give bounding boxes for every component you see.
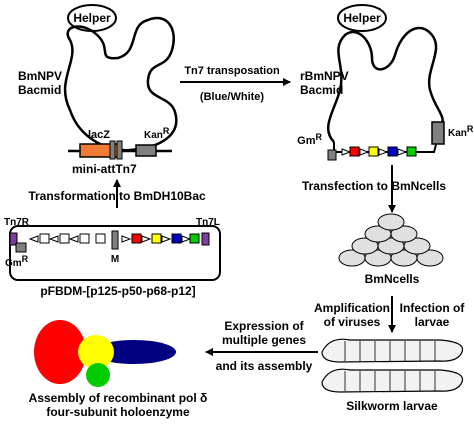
promoter-arrow [121, 235, 132, 243]
promoter-arrow [48, 235, 59, 243]
helper-plasmid-right [337, 4, 387, 32]
subunit-green [86, 363, 110, 387]
cell [403, 237, 431, 255]
expression-line2: multiple genes [222, 333, 306, 347]
promoter-arrow [359, 148, 370, 156]
rbmnpv-bacmid-loop [327, 26, 444, 143]
cell [416, 249, 444, 267]
silkworm-label: Silkworm larvae [346, 399, 438, 413]
promoter-arrow [341, 148, 352, 156]
amplification-line1: Amplification [314, 301, 390, 315]
kan-box-left [135, 144, 157, 157]
transfection-label: Transfection to BmNcells [302, 179, 446, 193]
subunit-yellow [78, 335, 114, 369]
gene-red-box [131, 233, 142, 244]
tn7r-label: Tn7R [4, 217, 30, 228]
infection-line1: Infection of [400, 301, 466, 315]
rbmnpv-label-line1: rBmNPV [300, 69, 349, 83]
tn7-transposition-label: Tn7 transposation [184, 65, 280, 77]
promoter-arrow [161, 235, 172, 243]
gene-blue-box [171, 233, 182, 244]
tn7l-label: Tn7L [196, 217, 220, 228]
gm-box-plasmid [15, 242, 27, 253]
m-label: M [111, 254, 119, 265]
gene-blue-box [387, 146, 398, 157]
gene-empty-box [79, 233, 90, 244]
lacz-label: lacZ [88, 129, 110, 141]
subunit-blue [92, 340, 176, 364]
assembly-result-line1: Assembly of recombinant pol δ [29, 391, 208, 405]
helper-label-right: Helper [343, 11, 381, 25]
tn7l-box [201, 232, 210, 246]
gene-empty-box [59, 233, 70, 244]
gene-empty-box [95, 233, 106, 244]
gene-yellow-box [368, 146, 379, 157]
m-box [111, 230, 119, 250]
promoter-arrow [378, 148, 389, 156]
subunit-red [34, 320, 86, 384]
assembly-step-label: and its assembly [216, 359, 313, 373]
kan-label-left: KanR [144, 126, 170, 141]
amplification-line2: of viruses [324, 315, 381, 329]
bmn-cells-label: BmNcells [365, 272, 420, 286]
blue-white-label: (Blue/White) [200, 91, 264, 103]
kan-box-right [431, 121, 445, 145]
gm-box-right [327, 149, 337, 161]
gm-label-right: GmR [297, 132, 322, 147]
gm-label-plasmid: GmR [5, 254, 29, 269]
helper-label-left: Helper [73, 11, 111, 25]
bmnpv-label-line2: Bacmid [18, 83, 61, 97]
gene-green-box [406, 146, 417, 157]
cell [390, 225, 418, 243]
silkworm-larva-1 [321, 338, 464, 363]
plasmid-gene-cassettes [28, 230, 200, 250]
assembly-result-line2: four-subunit holoenzyme [46, 405, 190, 419]
gene-empty-box [39, 233, 50, 244]
mini-att-label: mini-attTn7 [72, 162, 137, 176]
gene-green-box [189, 233, 200, 244]
expression-line1: Expression of [224, 319, 304, 333]
silkworm-larva-2 [321, 368, 464, 393]
transformation-label: Transformation to BmDH10Bac [28, 189, 206, 203]
att-site-box [109, 140, 116, 160]
gene-yellow-box [151, 233, 162, 244]
right-gene-cassettes [341, 146, 417, 157]
promoter-arrow [181, 235, 192, 243]
cell [377, 213, 405, 231]
promoter-arrow [397, 148, 408, 156]
bmnpv-label-line1: BmNPV [18, 69, 62, 83]
promoter-arrow [68, 235, 79, 243]
att-site-box-2 [116, 140, 123, 160]
promoter-arrow [141, 235, 152, 243]
plasmid-name: pFBDM-[p125-p50-p68-p12] [40, 284, 195, 298]
infection-line2: larvae [415, 315, 450, 329]
gene-red-box [349, 146, 360, 157]
kan-label-right: KanR [448, 124, 474, 139]
bmnpv-bacmid-loop [63, 16, 178, 152]
promoter-arrow [28, 235, 39, 243]
bmn-cells-pile [338, 213, 444, 267]
tn7r-box [9, 232, 18, 246]
pol-delta-holoenzyme [34, 320, 176, 387]
rbmnpv-label-line2: Bacmid [300, 83, 343, 97]
